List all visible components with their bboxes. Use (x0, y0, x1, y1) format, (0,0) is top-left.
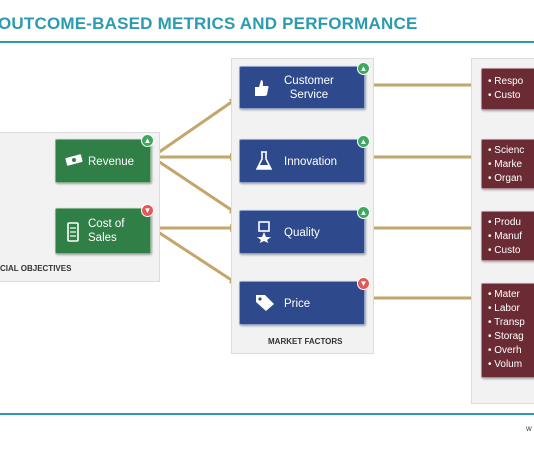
customer-service-label: Customer Service (284, 75, 334, 101)
detail-list-4: Mater Labor Transp Storag Overh Volum (488, 288, 525, 372)
receipt-icon (67, 222, 79, 247)
cost-of-sales-label: Cost of Sales (88, 218, 125, 244)
list-item: Custo (488, 244, 522, 258)
detail-list-2: Scienc Marke Organ (488, 144, 524, 186)
price-box: Price (239, 281, 365, 325)
list-item: Storag (488, 330, 525, 344)
list-item: Custo (488, 89, 523, 103)
market-factors-label: MARKET FACTORS (268, 337, 343, 346)
innovation-up-badge: ▲ (357, 135, 370, 148)
list-item: Organ (488, 172, 524, 186)
detail-box-1: Respo Custo (481, 68, 534, 110)
quality-label: Quality (284, 227, 320, 239)
cost-of-sales-down-badge: ▼ (141, 204, 154, 217)
cost-of-sales-box: Cost of Sales (55, 208, 151, 254)
title-rule (0, 41, 534, 43)
customer-service-up-badge: ▲ (357, 62, 370, 75)
revenue-label: Revenue (88, 156, 135, 168)
detail-box-3: Produ Manuf Custo (481, 211, 534, 261)
list-item: Volum (488, 358, 525, 372)
arrow-revenue-customer (151, 97, 238, 159)
arrow-cost-price (151, 226, 238, 285)
list-item: Respo (488, 75, 523, 89)
innovation-box: Innovation (239, 139, 365, 183)
list-item: Mater (488, 288, 525, 302)
revenue-box: Revenue (55, 139, 151, 183)
list-item: Produ (488, 216, 522, 230)
price-down-badge: ▼ (357, 277, 370, 290)
financial-objectives-label: CIAL OBJECTIVES (0, 264, 72, 273)
customer-service-box: Customer Service (239, 66, 365, 109)
hand-thumbs-up-icon (252, 78, 270, 103)
money-icon (65, 153, 83, 172)
list-item: Scienc (488, 144, 524, 158)
list-item: Transp (488, 316, 525, 330)
arrow-revenue-quality (151, 155, 238, 215)
price-tag-icon (255, 294, 275, 317)
list-item: Marke (488, 158, 524, 172)
detail-list-1: Respo Custo (488, 75, 523, 103)
flask-icon (255, 151, 273, 176)
price-label: Price (284, 298, 311, 310)
list-item: Labor (488, 302, 525, 316)
detail-box-2: Scienc Marke Organ (481, 139, 534, 189)
revenue-up-badge: ▲ (141, 134, 154, 147)
innovation-label: Innovation (284, 156, 338, 168)
quality-box: Quality (239, 210, 365, 254)
award-icon (256, 221, 272, 248)
detail-list-3: Produ Manuf Custo (488, 216, 522, 258)
footer-rule (0, 413, 534, 415)
footer-text: w (526, 424, 532, 433)
detail-box-4: Mater Labor Transp Storag Overh Volum (481, 283, 534, 378)
list-item: Overh (488, 344, 525, 358)
list-item: Manuf (488, 230, 522, 244)
page-title: OUTCOME-BASED METRICS AND PERFORMANCE (0, 14, 418, 33)
quality-up-badge: ▲ (357, 206, 370, 219)
